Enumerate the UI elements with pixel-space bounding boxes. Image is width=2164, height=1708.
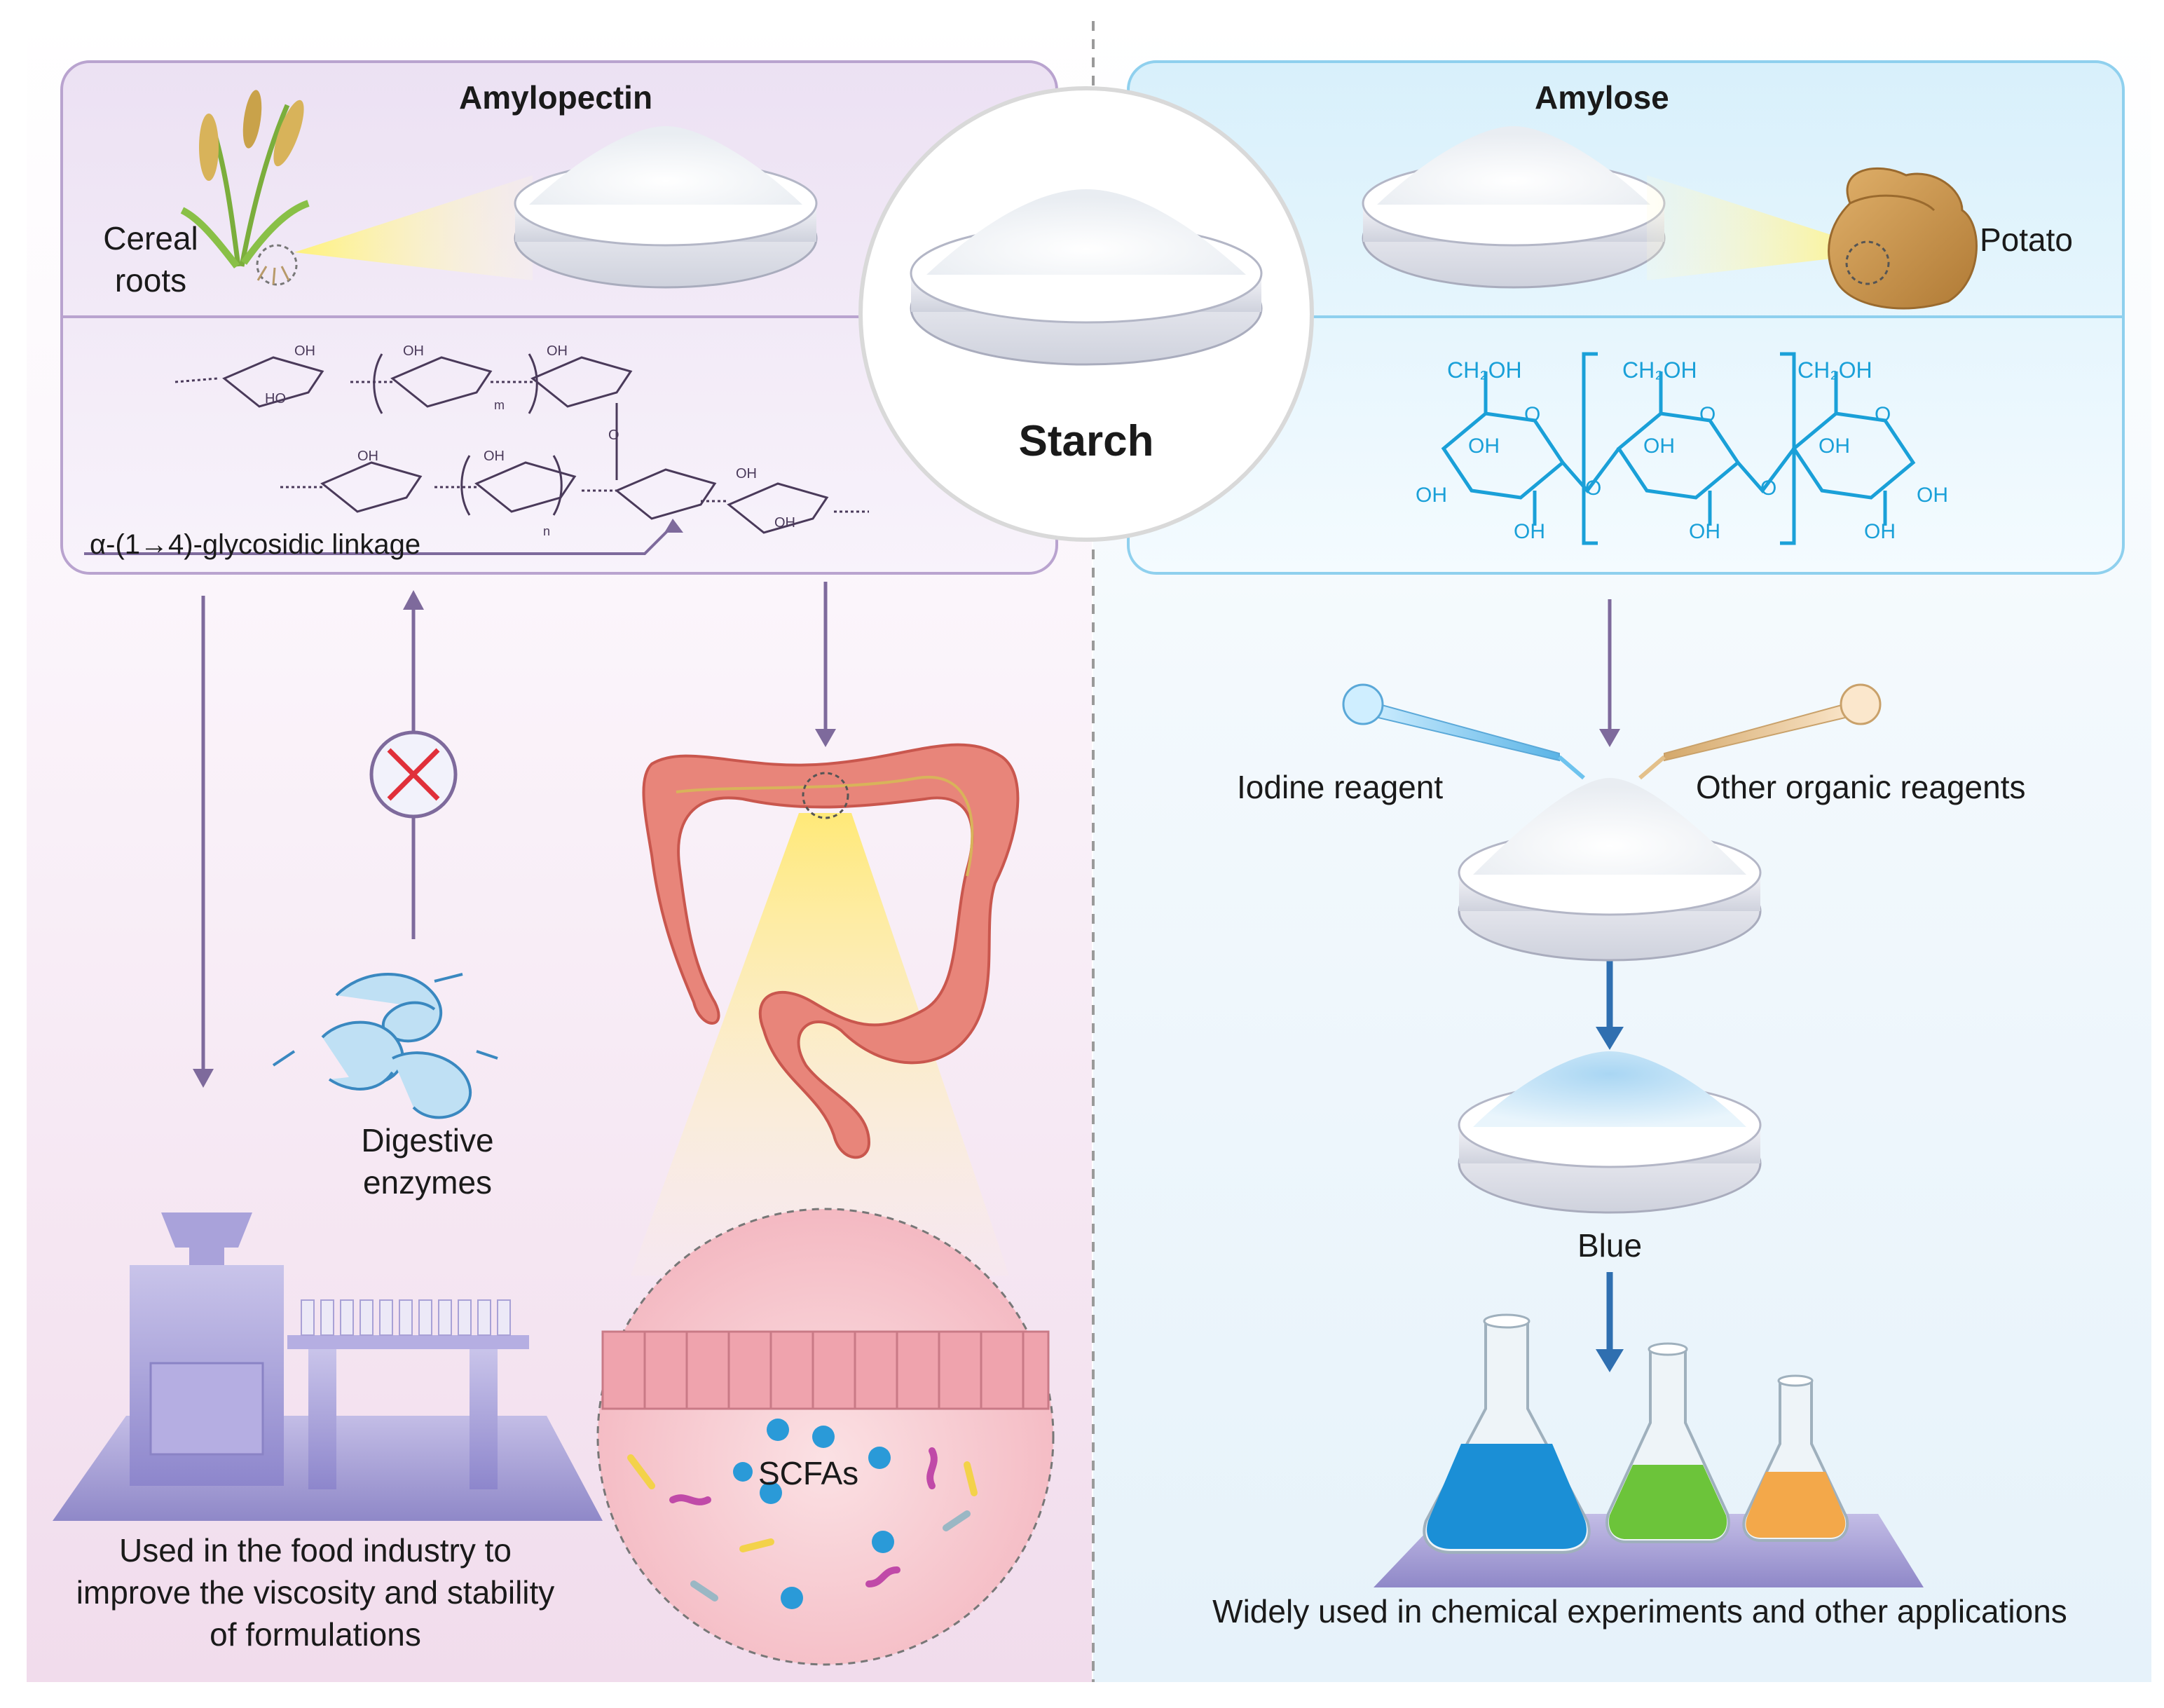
- food-machine-icon: [53, 1212, 603, 1521]
- enzymes-label: enzymes: [362, 1164, 493, 1201]
- oh-label: OH: [1819, 435, 1850, 458]
- amylopectin-oh-label: OH: [774, 515, 795, 531]
- amylopectin-dish-icon: [514, 126, 818, 289]
- ch2oh-label-3: CH₂OH: [1797, 357, 1872, 383]
- scfas-label: SCFAs: [758, 1455, 859, 1491]
- oh-label: OH: [1468, 435, 1500, 458]
- amylopectin-oh-label: OH: [403, 343, 424, 359]
- right-flow-arrows: [1596, 599, 1624, 1372]
- digestive-enzyme-icon: [272, 973, 498, 1119]
- cereal-label: Cereal: [103, 220, 198, 257]
- light-beam: [294, 175, 533, 280]
- oh-label: OH: [1917, 484, 1948, 507]
- linkage-pointer: [84, 524, 674, 555]
- amylose-structure: [1441, 352, 1916, 545]
- potato-label: Potato: [1980, 221, 2073, 258]
- starch-center: [858, 86, 1314, 542]
- starch-label: Starch: [1018, 417, 1154, 465]
- amylopectin-m-label: m: [494, 398, 505, 412]
- glycosidic-linkage-label: α-(1→4)-glycosidic linkage: [90, 529, 421, 560]
- amylopectin-n-label: n: [543, 524, 551, 538]
- oh-label: OH: [1514, 520, 1545, 543]
- wheat-plant-icon: [180, 90, 310, 286]
- amylopectin-structure: [174, 353, 869, 534]
- amylopectin-oh-label: OH: [736, 466, 757, 481]
- applications-label: Widely used in chemical experiments and …: [1212, 1593, 2067, 1630]
- organic-reagent-pipette-icon: [1638, 683, 1882, 780]
- food-industry-line-2: improve the viscosity and stability: [76, 1574, 555, 1611]
- ring-oxygen-label: O: [1699, 403, 1716, 426]
- bridge-oxygen-label: O: [1760, 477, 1777, 500]
- amylopectin-ho-label: HO: [265, 391, 286, 406]
- oh-label: OH: [1416, 484, 1447, 507]
- bridge-oxygen-label: O: [1585, 477, 1602, 500]
- blue-label: Blue: [1577, 1227, 1643, 1264]
- amylopectin-o-label: O: [608, 428, 619, 443]
- food-industry-line-1: Used in the food industry to: [119, 1532, 512, 1569]
- amylopectin-oh-label: OH: [484, 449, 505, 464]
- light-beam: [1647, 175, 1885, 280]
- amylopectin-oh-label: OH: [357, 449, 378, 464]
- ch2oh-label-1: CH₂OH: [1447, 357, 1522, 383]
- potato-icon: [1828, 167, 1978, 310]
- oh-label: OH: [1643, 435, 1675, 458]
- lab-flasks-icon: [1374, 1313, 1924, 1587]
- roots-label: roots: [114, 262, 187, 299]
- amylose-dish-icon: [1362, 126, 1666, 289]
- amylopectin-oh-label: OH: [547, 343, 568, 359]
- colon-icon: [631, 743, 1020, 1276]
- blue-dish-icon: [1458, 1051, 1762, 1214]
- gut-microbiota-icon: [596, 1208, 1055, 1666]
- ch2oh-label-2: CH₂OH: [1622, 357, 1697, 383]
- linkage-pointer-head: [664, 519, 683, 533]
- amylopectin-title: Amylopectin: [459, 79, 653, 116]
- oh-label: OH: [1689, 520, 1720, 543]
- ring-oxygen-label: O: [1524, 403, 1541, 426]
- oh-label: OH: [1864, 520, 1896, 543]
- digestive-label: Digestive: [361, 1122, 494, 1159]
- reagent-dish-icon: [1458, 778, 1762, 962]
- other-reagents-label: Other organic reagents: [1696, 769, 2026, 805]
- inhibit-icon: [369, 730, 458, 819]
- iodine-reagent-label: Iodine reagent: [1237, 769, 1444, 805]
- ring-oxygen-label: O: [1875, 403, 1891, 426]
- amylopectin-oh-label: OH: [294, 343, 315, 359]
- amylose-title: Amylose: [1535, 79, 1669, 116]
- iodine-pipette-icon: [1342, 683, 1585, 780]
- food-industry-line-3: of formulations: [210, 1616, 421, 1653]
